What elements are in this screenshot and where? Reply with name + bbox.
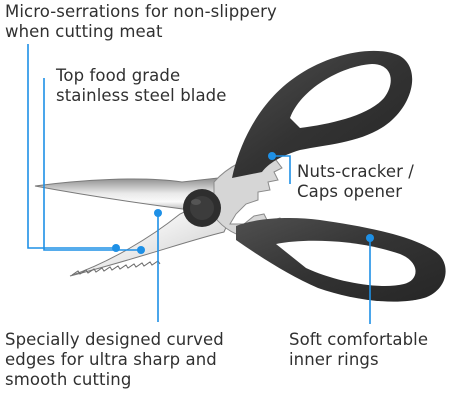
callout-line-micro-serrations xyxy=(27,44,113,249)
callout-dot-micro-serrations xyxy=(112,244,120,252)
callout-curved-edges-line-3: smooth cutting xyxy=(5,370,132,389)
callout-nuts-cracker: Nuts-cracker / Caps opener xyxy=(297,162,414,202)
blade-serrations xyxy=(71,260,161,276)
callout-curved-edges-line-1: Specially designed curved xyxy=(5,330,224,349)
callout-nuts-cracker-line-1: Nuts-cracker / xyxy=(297,162,414,181)
callout-inner-rings-line-1: Soft comfortable xyxy=(289,330,429,349)
callout-dot-curved-edges xyxy=(154,209,162,217)
callout-micro-serrations-line-1: Micro-serrations for non-slippery xyxy=(5,2,277,21)
callout-dot-nuts-cracker xyxy=(268,152,276,160)
callout-blade-line-2: stainless steel blade xyxy=(56,86,227,105)
upper-handle-ring xyxy=(290,64,391,128)
callout-inner-rings-line-2: inner rings xyxy=(289,350,379,369)
callout-curved-edges: Specially designed curved edges for ultr… xyxy=(5,330,224,390)
callout-line-blade xyxy=(43,78,140,251)
callout-nuts-cracker-line-2: Caps opener xyxy=(297,182,403,201)
callout-line-nuts-cracker xyxy=(272,155,291,184)
callout-inner-rings: Soft comfortable inner rings xyxy=(289,330,428,370)
callout-dot-inner-rings xyxy=(366,234,374,242)
callout-micro-serrations-line-2: when cutting meat xyxy=(5,22,163,41)
callout-lines xyxy=(27,44,371,324)
callout-micro-serrations: Micro-serrations for non-slippery when c… xyxy=(5,2,277,42)
callout-blade: Top food grade stainless steel blade xyxy=(56,66,226,106)
lower-handle-ring xyxy=(276,240,416,287)
callout-curved-edges-line-2: edges for ultra sharp and xyxy=(5,350,217,369)
callout-dot-blade xyxy=(137,246,145,254)
callout-dots xyxy=(112,152,374,254)
callout-blade-line-1: Top food grade xyxy=(56,66,181,85)
